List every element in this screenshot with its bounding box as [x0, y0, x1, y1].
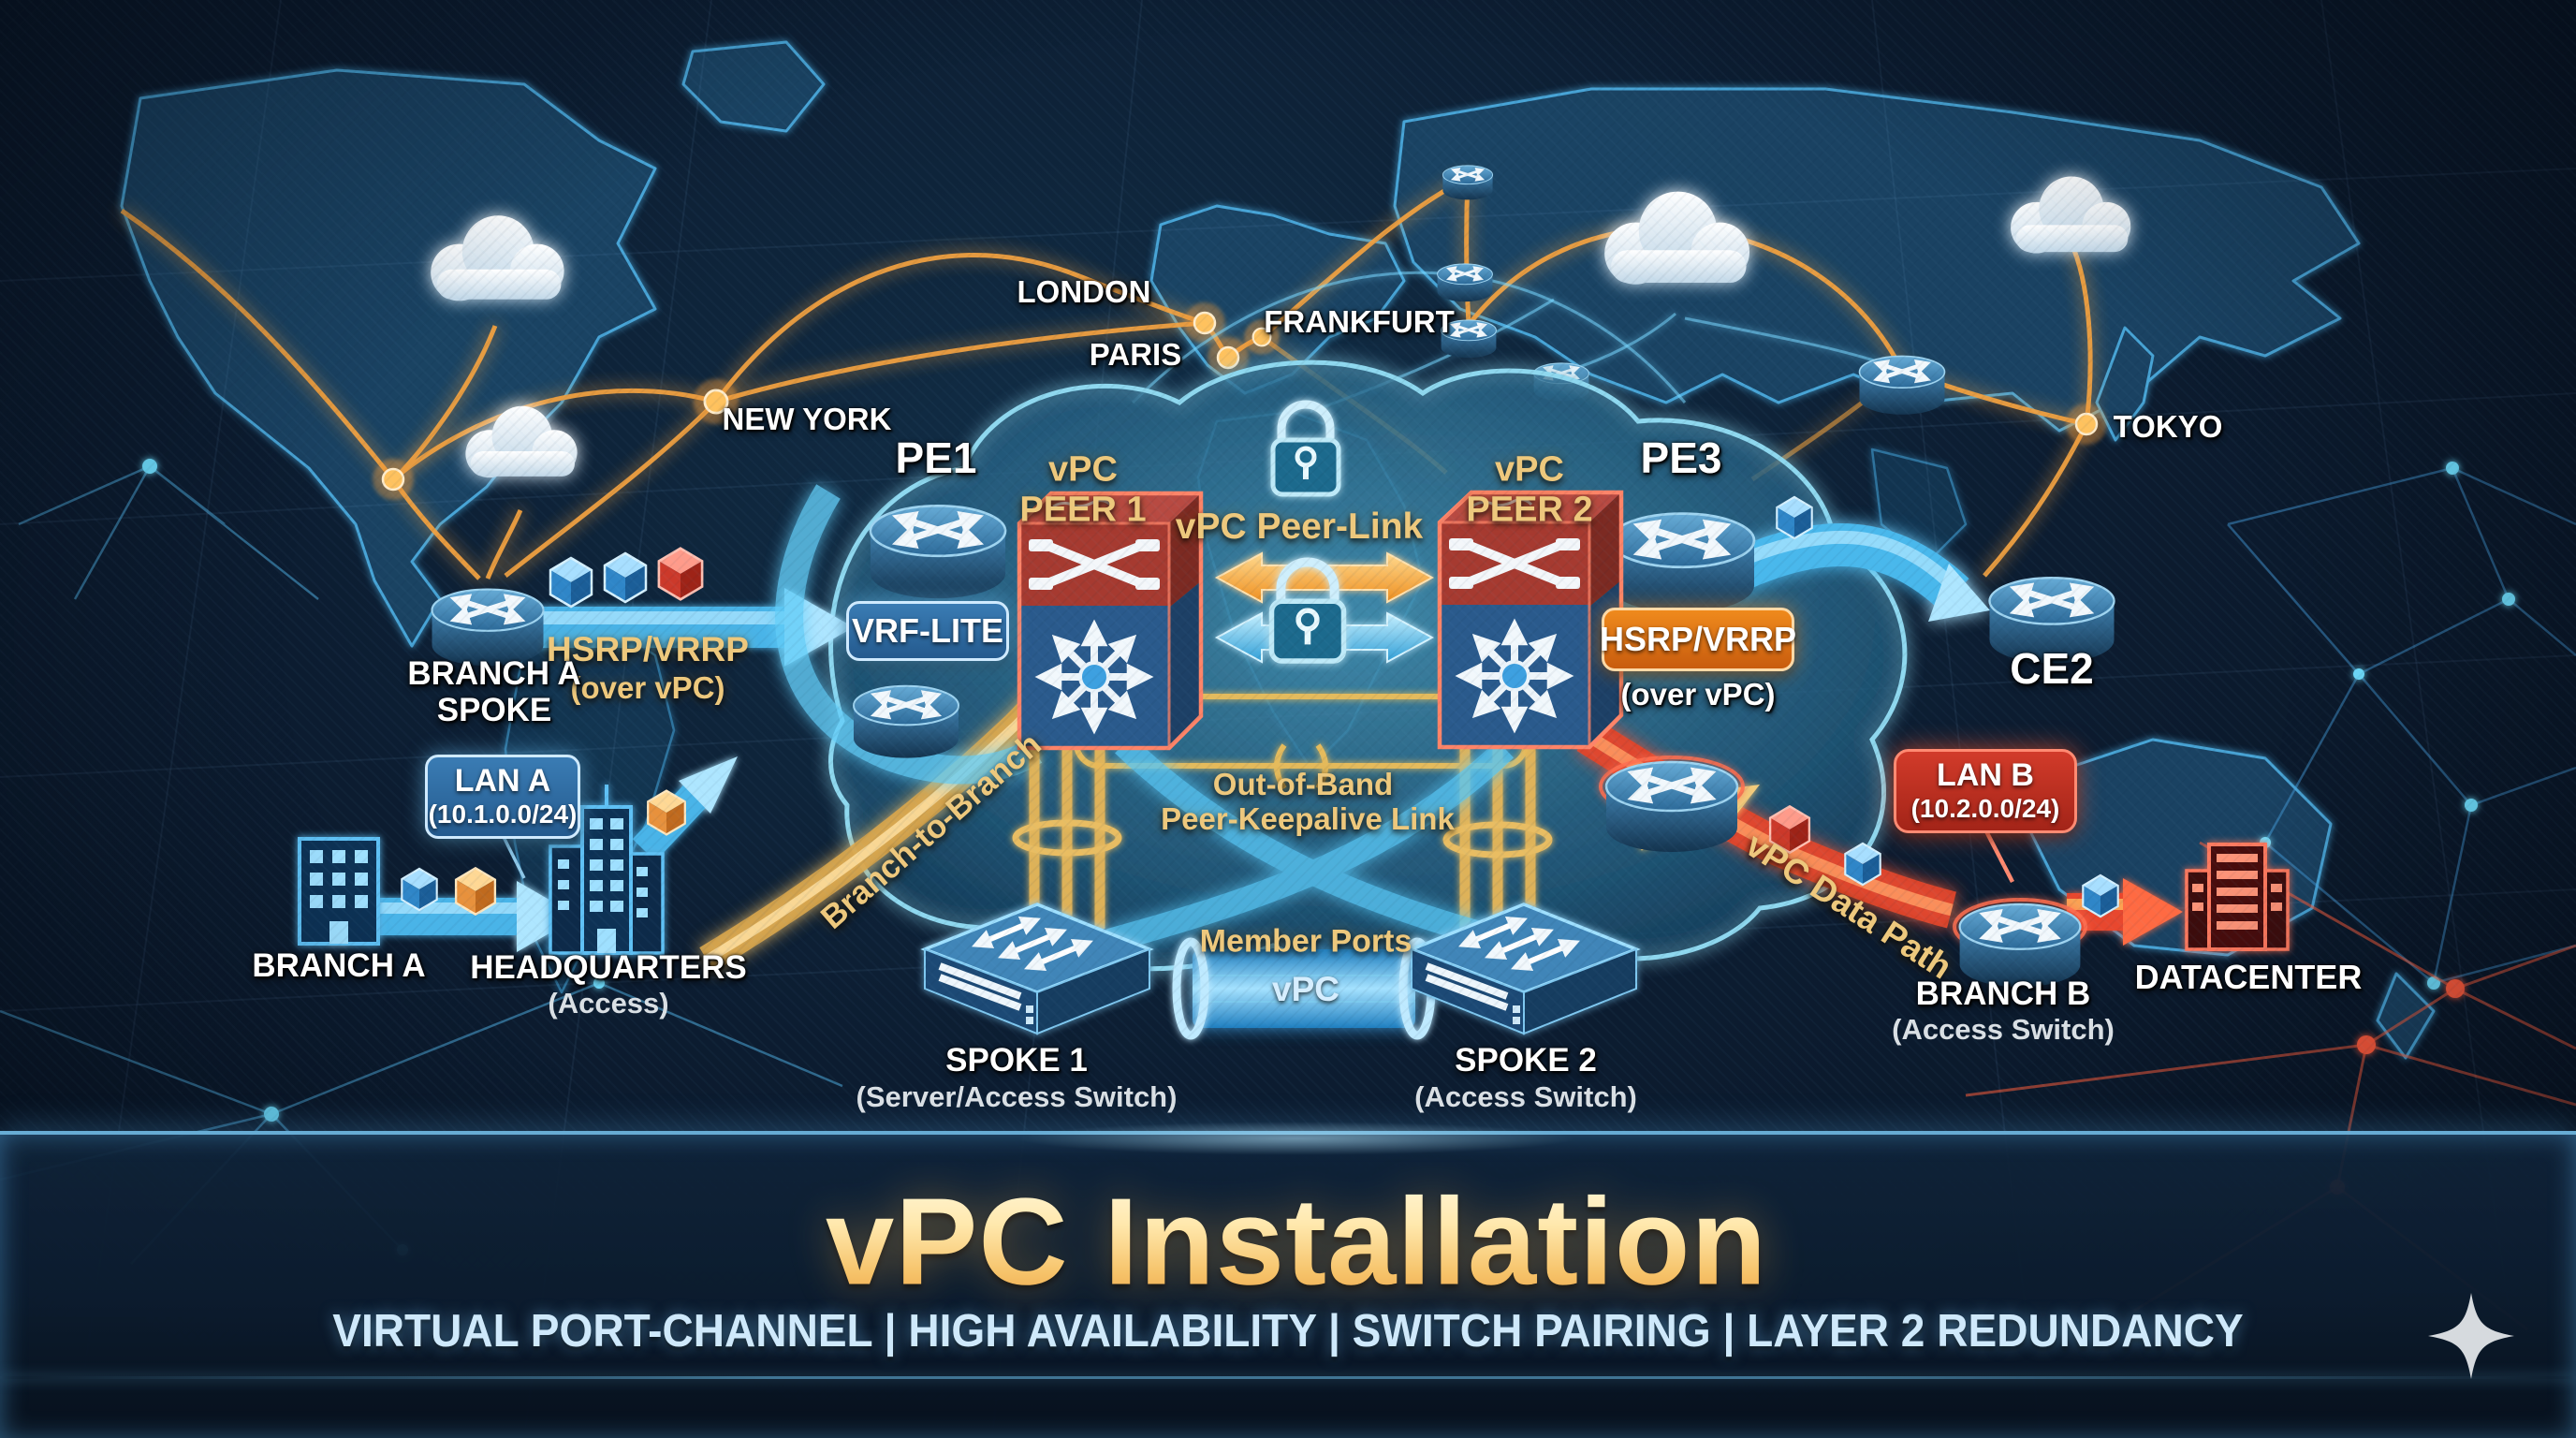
- branch-b-sub-label: (Access Switch): [1892, 1013, 2115, 1046]
- footer-band: vPC Installation VIRTUAL PORT-CHANNEL | …: [0, 1122, 2576, 1438]
- city-label-new-york: NEW YORK: [722, 402, 892, 436]
- vpc-peer1-switch-icon: [1019, 493, 1201, 748]
- ce1-router-icon: [854, 686, 959, 758]
- member-ports-label: Member Ports: [1199, 923, 1412, 960]
- lan-b-connector: [1983, 828, 2014, 884]
- pe1-label: PE1: [895, 433, 977, 482]
- city-label-frankfurt: FRANKFURT: [1264, 304, 1455, 339]
- keepalive-label-line1: Out-of-Band: [1212, 767, 1394, 801]
- footer-flare: [1016, 1122, 1577, 1155]
- lan-a-badge: LAN A (10.1.0.0/24): [425, 755, 580, 839]
- footer-divider: [0, 1376, 2576, 1379]
- headquarters-label: HEADQUARTERS: [470, 949, 747, 986]
- spoke1-label: SPOKE 1: [945, 1042, 1088, 1078]
- sparkle-icon: [2428, 1293, 2514, 1379]
- vpc-peer2-line2: PEER 2: [1466, 490, 1593, 529]
- branch-b-router-icon: [1960, 904, 2081, 987]
- branch-a-label: BRANCH A: [252, 947, 426, 984]
- vrf-lite-text: VRF-LITE: [852, 611, 1003, 651]
- page-subtitle: VIRTUAL PORT-CHANNEL | HIGH AVAILABILITY…: [332, 1306, 2244, 1357]
- pe1-router-icon: [871, 506, 1005, 598]
- lan-b-subnet: (10.2.0.0/24): [1910, 794, 2060, 824]
- lan-b-name: LAN B: [1937, 757, 2034, 794]
- map-router-icon-2: [1438, 264, 1493, 301]
- spoke2-label: SPOKE 2: [1455, 1042, 1597, 1078]
- vpc-peer2-switch-icon: [1440, 492, 1621, 747]
- map-router-icon-1: [1442, 166, 1492, 199]
- hsrp-left-sub: (over vPC): [570, 670, 725, 705]
- ce2-label: CE2: [2010, 644, 2094, 693]
- city-label-paris: PARIS: [1089, 337, 1182, 372]
- hsrp-right-badge: HSRP/VRRP: [1599, 608, 1797, 671]
- branch-a-building-icon: [298, 837, 380, 946]
- map-router-icon-5: [1860, 356, 1945, 414]
- vrf-lite-badge: VRF-LITE: [846, 601, 1009, 661]
- vpc-peer-link-label: vPC Peer-Link: [1175, 506, 1424, 547]
- spoke1-sub-label: (Server/Access Switch): [856, 1080, 1178, 1113]
- lan-b-badge: LAN B (10.2.0.0/24): [1894, 749, 2077, 833]
- city-label-london: LONDON: [1017, 274, 1151, 309]
- pe3-router-icon: [1610, 514, 1754, 613]
- headquarters-sub-label: (Access): [548, 987, 669, 1020]
- keepalive-label-line2: Peer-Keepalive Link: [1161, 801, 1455, 836]
- vpc-peer1-line2: PEER 1: [1019, 490, 1147, 529]
- vpc-peer1-label: vPC PEER 1: [1019, 449, 1146, 529]
- city-label-tokyo: TOKYO: [2113, 409, 2223, 444]
- page-title: vPC Installation: [825, 1172, 1768, 1311]
- lan-a-name: LAN A: [454, 763, 551, 800]
- vpc-peer2-label: vPC PEER 2: [1466, 449, 1592, 529]
- vpc-peer1-line1: vPC: [1048, 449, 1118, 490]
- hsrp-right-sub: (over vPC): [1620, 677, 1776, 712]
- branch-a-spoke-line2: SPOKE: [436, 692, 552, 728]
- lan-a-subnet: (10.1.0.0/24): [428, 800, 578, 829]
- spoke2-sub-label: (Access Switch): [1414, 1080, 1637, 1113]
- branch-a-spoke-line1: BRANCH A: [407, 654, 581, 692]
- vpc-peer2-line1: vPC: [1495, 449, 1564, 490]
- hsrp-right-text: HSRP/VRRP: [1599, 620, 1797, 659]
- branch-a-spoke-label: BRANCH A SPOKE: [407, 655, 580, 728]
- pe3-label: PE3: [1640, 433, 1722, 482]
- branch-b-label: BRANCH B: [1915, 976, 2091, 1012]
- vpc-band-label: vPC: [1272, 970, 1339, 1008]
- data-path-router-icon: [1606, 762, 1737, 852]
- datacenter-label: DATACENTER: [2134, 958, 2363, 996]
